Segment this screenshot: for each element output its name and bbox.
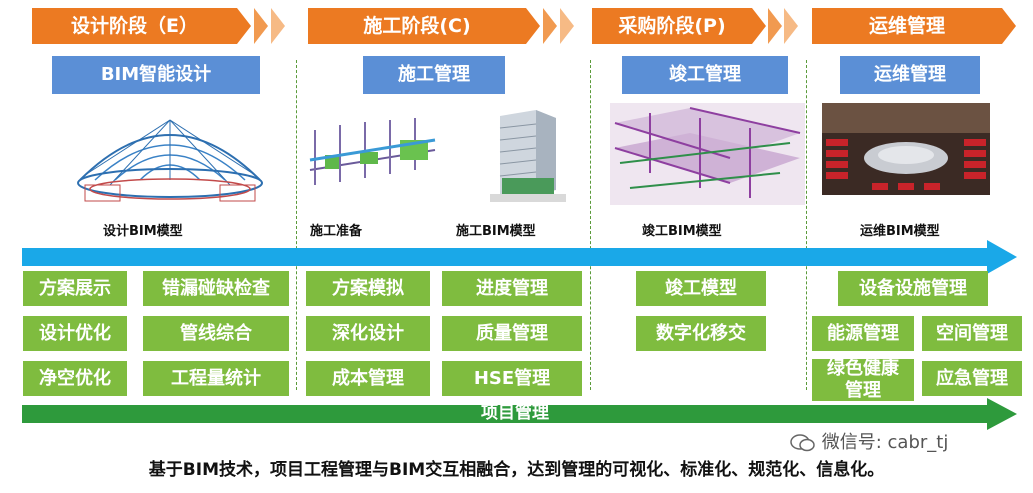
phase-operation-label: 运维管理 (812, 8, 1002, 44)
phase-operation: 运维管理 (812, 8, 1020, 44)
task-clearance-optimization: 净空优化 (23, 361, 127, 396)
module-construction-management: 施工管理 (363, 56, 505, 94)
chevron-icon (768, 8, 782, 44)
task-design-optimization: 设计优化 (23, 316, 127, 351)
task-energy-management: 能源管理 (812, 316, 914, 351)
task-completion-model: 竣工模型 (636, 271, 766, 306)
task-pipeline-integration: 管线综合 (143, 316, 289, 351)
chevron-icon (526, 8, 540, 44)
chevron-icon (237, 8, 251, 44)
construction-prep-image (305, 110, 440, 200)
chevron-icon (1002, 8, 1016, 44)
wechat-id: 微信号: cabr_tj (821, 432, 949, 453)
phase-procurement-label: 采购阶段(P) (592, 8, 752, 44)
om-dashboard-image (822, 103, 990, 195)
wechat-icon (790, 433, 816, 453)
phase-design: 设计阶段（E） (32, 8, 292, 44)
task-scheme-display: 方案展示 (23, 271, 127, 306)
chevron-icon (254, 8, 268, 44)
design-dome-model-image (70, 105, 270, 210)
caption-design-model: 设计BIM模型 (103, 224, 183, 239)
timeline-arrow (22, 240, 1017, 274)
task-digital-handover: 数字化移交 (636, 316, 766, 351)
task-detailed-design: 深化设计 (306, 316, 430, 351)
caption-om-model: 运维BIM模型 (860, 224, 940, 239)
footer-summary: 基于BIM技术，项目工程管理与BIM交互相融合，达到管理的可视化、标准化、规范化… (148, 460, 885, 480)
chevron-icon (271, 8, 285, 44)
task-quality-management: 质量管理 (442, 316, 582, 351)
caption-construction-model: 施工BIM模型 (456, 224, 536, 239)
phase-divider (296, 60, 297, 390)
task-schedule-management: 进度管理 (442, 271, 582, 306)
task-hse-management: HSE管理 (442, 361, 582, 396)
construction-building-image (488, 108, 568, 206)
task-scheme-simulation: 方案模拟 (306, 271, 430, 306)
task-green-health-management: 绿色健康管理 (812, 358, 914, 401)
phase-construction-label: 施工阶段(C) (308, 8, 526, 44)
task-emergency-management: 应急管理 (922, 361, 1022, 396)
chevron-icon (752, 8, 766, 44)
chevron-icon (784, 8, 798, 44)
task-cost-management: 成本管理 (306, 361, 430, 396)
phase-divider (590, 60, 591, 390)
chevron-icon (560, 8, 574, 44)
module-completion-management: 竣工管理 (622, 56, 788, 94)
phase-construction: 施工阶段(C) (308, 8, 580, 44)
task-clash-check: 错漏碰缺检查 (143, 271, 289, 306)
project-management-arrow (22, 398, 1017, 430)
phase-procurement: 采购阶段(P) (592, 8, 804, 44)
phase-design-label: 设计阶段（E） (32, 8, 237, 44)
phase-divider (806, 60, 807, 390)
completion-model-image (610, 103, 805, 205)
task-space-management: 空间管理 (922, 316, 1022, 351)
task-quantity-statistics: 工程量统计 (143, 361, 289, 396)
chevron-icon (543, 8, 557, 44)
wechat-watermark: 微信号: cabr_tj (790, 428, 948, 454)
task-facility-management: 设备设施管理 (838, 271, 988, 306)
caption-construction-prep: 施工准备 (310, 224, 363, 239)
project-management-label: 项目管理 (481, 403, 549, 423)
module-bim-design: BIM智能设计 (52, 56, 260, 94)
module-om-management: 运维管理 (840, 56, 980, 94)
caption-completion-model: 竣工BIM模型 (642, 224, 722, 239)
